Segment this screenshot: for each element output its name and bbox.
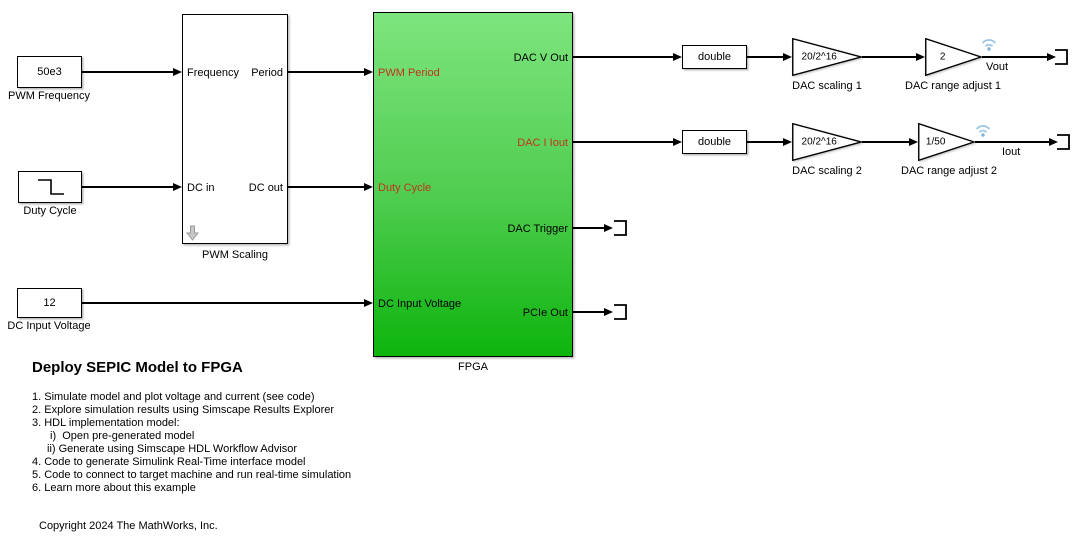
wire-daciout-to-double2[interactable] [573,141,674,143]
annotation-item: 3. HDL implementation model: [32,417,180,429]
arrowhead [173,183,182,191]
terminator-icon[interactable] [614,303,628,321]
port-label-dc-in: DC in [187,182,215,194]
block-label-fpga: FPGA [458,361,488,373]
wire-range2-to-terminator2[interactable] [975,141,1050,143]
port-label-dac-trigger: DAC Trigger [507,223,568,235]
data-type-label: double [697,51,732,63]
wire-dcout-to-fpga[interactable] [288,186,365,188]
gain-block-dac-range-adjust-2[interactable]: 1/50 [918,123,975,161]
gain-value: 2 [939,51,946,63]
gain-triangle-icon [925,38,982,76]
gain-triangle-icon [918,123,975,161]
terminator-icon[interactable] [614,219,628,237]
gain-triangle-icon [792,38,862,76]
port-label-pcie-out: PCIe Out [522,307,568,319]
wire-dutycycle-to-scaling[interactable] [82,186,174,188]
arrowhead [783,53,792,61]
port-label-pwm-period: PWM Period [378,67,440,79]
constant-block-pwm-frequency[interactable]: 50e3 [17,56,82,88]
down-arrow-icon [186,225,199,241]
arrowhead [673,53,682,61]
wire-pwmfreq-to-scaling[interactable] [82,71,174,73]
arrowhead [364,183,373,191]
block-label-pwm-frequency: PWM Frequency [8,90,90,102]
annotation-item: 2. Explore simulation results using Sims… [32,404,335,416]
annotation-item: 1. Simulate model and plot voltage and c… [32,391,315,403]
port-label-dac-v-out: DAC V Out [513,52,568,64]
gain-triangle-icon [792,123,862,161]
wire-period-to-fpga[interactable] [288,71,365,73]
arrowhead [916,53,925,61]
arrowhead [1049,138,1058,146]
step-signal-icon [38,179,64,195]
gain-block-dac-scaling-1[interactable]: 20/2^16 [792,38,862,76]
port-label-duty-cycle: Duty Cycle [378,182,432,194]
port-label-frequency: Frequency [187,67,239,79]
wifi-logging-icon[interactable] [974,122,992,138]
port-label-dc-input-voltage: DC Input Voltage [378,298,462,310]
arrowhead [364,68,373,76]
block-label-dac-range-adjust-1: DAC range adjust 1 [905,80,1001,92]
block-label-dac-scaling-2: DAC scaling 2 [792,165,862,177]
port-label-dc-out: DC out [248,182,283,194]
wire-double2-to-scaling2[interactable] [747,141,784,143]
data-type-label: double [697,136,732,148]
annotation-item: 4. Code to generate Simulink Real-Time i… [32,456,306,468]
arrowhead [783,138,792,146]
arrowhead [673,138,682,146]
constant-value: 12 [43,297,56,309]
block-label-duty-cycle: Duty Cycle [23,205,77,217]
subsystem-pwm-scaling[interactable]: Frequency DC in Period DC out [182,14,288,244]
arrowhead [173,68,182,76]
arrowhead [604,224,613,232]
data-type-conversion-2[interactable]: double [682,130,747,154]
gain-block-dac-scaling-2[interactable]: 20/2^16 [792,123,862,161]
annotation-title: Deploy SEPIC Model to FPGA [32,359,243,376]
annotation-item: 6. Learn more about this example [32,482,196,494]
gain-value: 20/2^16 [801,136,837,148]
signal-label-iout: Iout [1002,146,1021,158]
annotation-item: 5. Code to connect to target machine and… [32,469,352,481]
wire-range1-to-terminator1[interactable] [982,56,1048,58]
subsystem-fpga[interactable]: PWM Period Duty Cycle DC Input Voltage D… [373,12,573,357]
wire-double1-to-scaling1[interactable] [747,56,784,58]
gain-value: 1/50 [925,136,946,148]
port-label-dac-i-iout: DAC I Iout [517,137,568,149]
wire-pcieout-to-terminator4[interactable] [573,311,605,313]
block-label-dc-input-voltage: DC Input Voltage [7,320,91,332]
terminator-icon[interactable] [1057,133,1071,151]
wifi-logging-icon[interactable] [980,36,998,52]
arrowhead [909,138,918,146]
annotation-item: ii) Generate using Simscape HDL Workflow… [47,443,298,455]
wire-dactrigger-to-terminator3[interactable] [573,227,605,229]
gain-value: 20/2^16 [801,51,837,63]
terminator-icon[interactable] [1055,48,1069,66]
data-type-conversion-1[interactable]: double [682,45,747,69]
constant-value: 50e3 [37,66,62,78]
wire-dacvout-to-double1[interactable] [573,56,674,58]
port-label-period: Period [251,67,283,79]
arrowhead [1047,53,1056,61]
wire-scaling2-to-range2[interactable] [862,141,910,143]
copyright-text: Copyright 2024 The MathWorks, Inc. [39,520,218,532]
wire-dcvoltage-to-fpga[interactable] [82,302,365,304]
arrowhead [364,299,373,307]
arrowhead [604,308,613,316]
annotation-item: i) Open pre-generated model [50,430,195,442]
wire-scaling1-to-range1[interactable] [862,56,917,58]
constant-block-dc-input-voltage[interactable]: 12 [17,288,82,318]
block-label-dac-scaling-1: DAC scaling 1 [792,80,862,92]
annotation-list: 1. Simulate model and plot voltage and c… [32,391,351,495]
signal-label-vout: Vout [986,61,1009,73]
block-label-pwm-scaling: PWM Scaling [201,249,269,261]
block-label-dac-range-adjust-2: DAC range adjust 2 [901,165,997,177]
step-block-duty-cycle[interactable] [18,171,82,203]
gain-block-dac-range-adjust-1[interactable]: 2 [925,38,982,76]
